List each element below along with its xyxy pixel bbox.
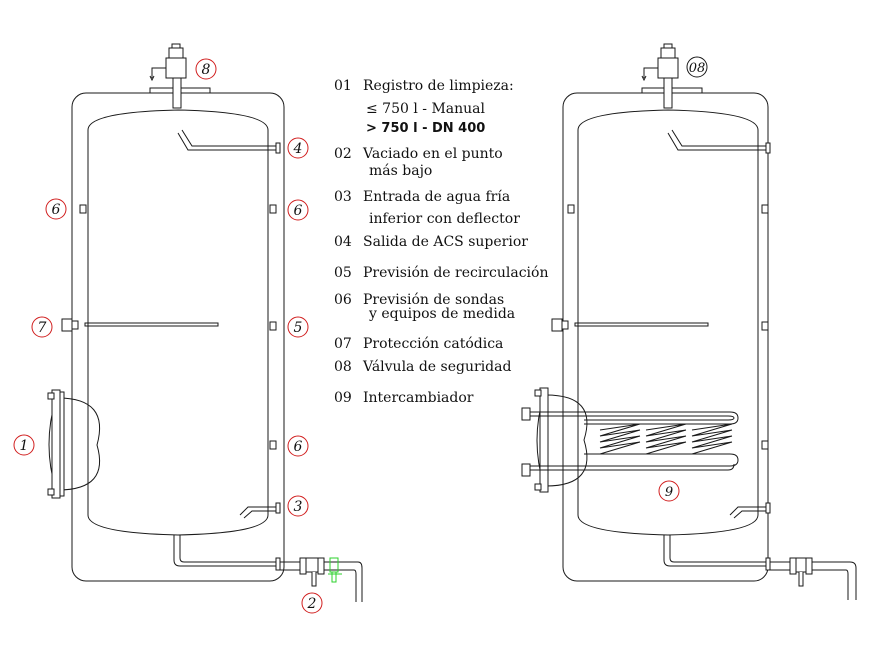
right-safety-valve — [641, 43, 703, 109]
left-drain-valve-green — [328, 557, 342, 583]
svg-text:5: 5 — [294, 320, 303, 336]
left-port-6-left — [79, 204, 87, 214]
left-inlet-pipe — [239, 506, 276, 519]
left-anode-rod — [84, 322, 219, 327]
callout-9: 9 — [658, 480, 680, 502]
right-heat-exchanger — [521, 387, 739, 493]
callout-4: 4 — [287, 137, 309, 159]
callout-8: 8 — [195, 58, 217, 80]
left-tank-casing — [71, 92, 285, 582]
left-outlet-pipe — [177, 129, 276, 151]
left-safety-valve — [149, 43, 211, 109]
svg-text:6: 6 — [52, 202, 61, 218]
left-port-6-lower — [269, 440, 277, 450]
right-callouts: 08 9 — [658, 56, 708, 502]
right-port-upper — [761, 204, 769, 214]
right-tank — [521, 43, 857, 600]
callout-3: 3 — [287, 495, 309, 517]
left-drain — [173, 535, 363, 602]
left-port-6-upper — [269, 204, 277, 214]
right-port-left — [567, 204, 575, 214]
right-inlet-pipe — [729, 506, 766, 519]
svg-text:6: 6 — [294, 203, 303, 219]
left-tank-vessel — [87, 109, 269, 536]
svg-text:4: 4 — [293, 141, 303, 157]
right-anode-rod — [574, 322, 709, 327]
left-port-5 — [269, 321, 277, 331]
right-drain — [663, 535, 857, 600]
svg-text:8: 8 — [202, 62, 211, 78]
svg-text:1: 1 — [20, 438, 29, 454]
left-manhole — [47, 389, 101, 499]
svg-text:9: 9 — [665, 485, 673, 500]
right-port-mid — [761, 321, 769, 331]
callout-08: 08 — [686, 56, 708, 78]
callout-6-right-upper: 6 — [287, 199, 309, 221]
left-callouts: 8 4 6 6 7 5 1 6 — [13, 58, 323, 614]
callout-2: 2 — [301, 592, 323, 614]
callout-6-right-lower: 6 — [287, 435, 309, 457]
svg-text:6: 6 — [294, 439, 303, 455]
svg-text:08: 08 — [689, 61, 706, 76]
callout-7: 7 — [31, 316, 53, 338]
left-tank — [47, 43, 363, 602]
svg-text:7: 7 — [38, 320, 47, 336]
right-port-lower — [761, 440, 769, 450]
callout-5: 5 — [287, 316, 309, 338]
right-outlet-pipe — [667, 129, 766, 151]
callout-1: 1 — [13, 434, 35, 456]
svg-text:3: 3 — [294, 499, 303, 515]
svg-text:2: 2 — [307, 596, 317, 612]
callout-6-left: 6 — [45, 198, 67, 220]
right-tank-vessel — [577, 109, 759, 536]
